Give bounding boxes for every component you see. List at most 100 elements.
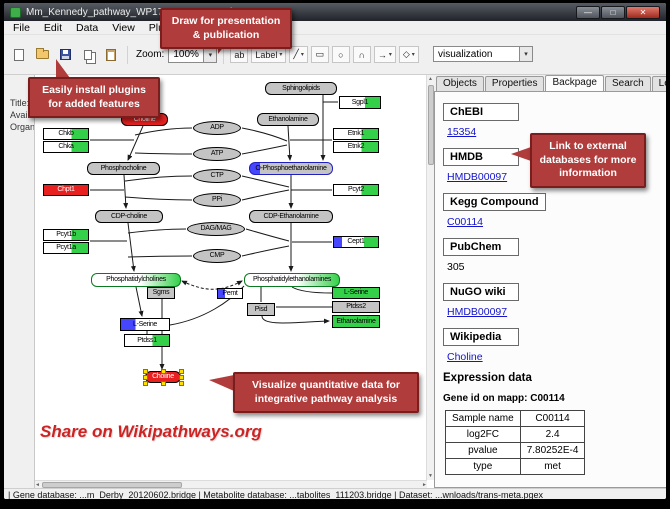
toolbar-shape-button[interactable]: ◇▾: [398, 46, 419, 63]
tab-search[interactable]: Search: [604, 76, 651, 91]
menu-view[interactable]: View: [112, 21, 135, 34]
pathway-node-pisd[interactable]: Pisd: [247, 303, 275, 316]
pathway-node-o-phosphoethanolamine[interactable]: O-Phosphoethanolamine: [249, 162, 333, 175]
callout-visualize-data: Visualize quantitative data for integrat…: [233, 372, 419, 414]
toolbar-new-button[interactable]: [9, 46, 29, 64]
pathway-node-etnk2[interactable]: Etnk2: [333, 141, 379, 153]
table-cell: C00114: [519, 410, 586, 427]
tab-properties[interactable]: Properties: [484, 76, 545, 91]
chevron-down-icon[interactable]: ▾: [519, 47, 532, 61]
pathway-node-dag-mag[interactable]: DAG/MAG: [187, 222, 245, 236]
selection-handle[interactable]: [143, 369, 148, 374]
pathway-node-ptdss2[interactable]: Ptdss2: [332, 301, 380, 313]
open-folder-icon: [35, 48, 49, 59]
pathway-node-cept1[interactable]: Cept1: [333, 236, 379, 248]
scroll-down-icon[interactable]: ▼: [428, 473, 433, 479]
backpage-link-hmdb[interactable]: HMDB00097: [447, 171, 508, 183]
selection-handle[interactable]: [179, 375, 184, 380]
share-text: Share on Wikipathways.org: [40, 422, 262, 441]
maximize-button[interactable]: □: [601, 5, 625, 19]
sidebar-tabs: ObjectsPropertiesBackpageSearchLegend: [434, 75, 666, 91]
backpage-link-kegg-compound[interactable]: C00114: [447, 216, 484, 228]
pathway-node-etnk1[interactable]: Etnk1: [333, 128, 379, 140]
callout-plugins-pointer: [56, 59, 70, 78]
backpage-link-wikipedia[interactable]: Choline: [447, 351, 483, 363]
menu-file[interactable]: File: [13, 21, 30, 34]
pathway-node-phosphocholine[interactable]: Phosphocholine: [87, 162, 160, 175]
toolbar-rectangle-button[interactable]: ▭: [310, 46, 329, 63]
file-toolbar-group: [9, 46, 121, 64]
pathway-node-pcyt2[interactable]: Pcyt2: [333, 184, 379, 196]
pathway-node-chka[interactable]: Chka: [43, 141, 89, 153]
zoom-value: 100%: [173, 49, 199, 60]
selection-handle[interactable]: [161, 381, 166, 386]
pathway-node-pemt[interactable]: Pemt: [217, 288, 243, 299]
vertical-scroll-thumb[interactable]: [427, 85, 434, 165]
visualization-combobox[interactable]: visualization ▾: [433, 46, 533, 62]
vertical-scrollbar[interactable]: ▲ ▼: [426, 75, 434, 480]
pathway-node-ethanolamine-top[interactable]: Ethanolamine: [257, 113, 319, 126]
tab-backpage[interactable]: Backpage: [545, 75, 604, 91]
selection-handle[interactable]: [143, 381, 148, 386]
tab-objects[interactable]: Objects: [436, 76, 484, 91]
toolbar-arc-button[interactable]: ∩: [352, 46, 371, 63]
pathway-node-choline-selected[interactable]: Choline: [143, 369, 184, 386]
scroll-right-icon[interactable]: ►: [422, 481, 427, 488]
pathway-node-sgpl1[interactable]: Sgpl1: [339, 96, 381, 109]
horizontal-scroll-thumb[interactable]: [41, 481, 182, 488]
scroll-up-icon[interactable]: ▲: [428, 76, 433, 82]
pathway-node-phosphatidylcholines[interactable]: Phosphatidylcholines: [91, 273, 181, 287]
pathway-node-sgms[interactable]: Sgms: [147, 287, 175, 299]
minimize-button[interactable]: —: [576, 5, 600, 19]
pathway-node-cdp-ethanolamine[interactable]: CDP-Ethanolamine: [249, 210, 333, 223]
pathway-node-ptdss1[interactable]: Ptdss1: [124, 334, 170, 347]
titlebar[interactable]: Mm_Kennedy_pathway_WP1771_45176.gpml — □…: [4, 3, 666, 21]
toolbar-arrow-button[interactable]: →▾: [373, 46, 396, 63]
pathway-node-pcyt1b[interactable]: Pcyt1b: [43, 229, 89, 241]
pathway-node-pcyt1a[interactable]: Pcyt1a: [43, 242, 89, 254]
pathway-node-cmp[interactable]: CMP: [193, 249, 241, 263]
backpage-link-chebi[interactable]: 15354: [447, 126, 477, 138]
selection-handle[interactable]: [179, 381, 184, 386]
backpage-link-nugo-wiki[interactable]: HMDB00097: [447, 306, 508, 318]
toolbar-open-button[interactable]: [32, 46, 52, 64]
callout-draw-presentation: Draw for presentation & publication: [160, 8, 292, 50]
horizontal-scrollbar[interactable]: ◄ ►: [35, 480, 427, 488]
pathway-node-sphingolipids[interactable]: Sphingolipids: [265, 82, 337, 95]
toolbar-copy-button[interactable]: [78, 46, 98, 64]
selection-handle[interactable]: [179, 369, 184, 374]
pathway-node-ctp[interactable]: CTP: [193, 169, 241, 183]
pathway-node-chkb[interactable]: Chkb: [43, 128, 89, 140]
menu-data[interactable]: Data: [76, 21, 99, 34]
menu-edit[interactable]: Edit: [43, 21, 63, 34]
scroll-left-icon[interactable]: ◄: [35, 481, 40, 488]
pathway-node-l-serine-left[interactable]: L-Serine: [120, 318, 170, 331]
visualization-value: visualization: [438, 48, 493, 60]
selection-handle[interactable]: [143, 375, 148, 380]
pathway-node-adp[interactable]: ADP: [193, 121, 241, 135]
pathway-node-phosphatidylethanolamines[interactable]: Phosphatidylethanolamines: [244, 273, 340, 287]
tab-legend[interactable]: Legend: [651, 76, 666, 91]
close-button[interactable]: ✕: [626, 5, 660, 19]
chevron-down-icon[interactable]: ▾: [203, 47, 217, 62]
toolbar-paste-button[interactable]: [101, 46, 121, 64]
pathway-node-ethanolamine-green[interactable]: Ethanolamine: [332, 315, 380, 328]
new-file-icon: [14, 48, 24, 61]
pathway-node-atp[interactable]: ATP: [193, 147, 241, 161]
backpage-header-hmdb: HMDB: [443, 148, 519, 166]
pathway-node-cdp-choline[interactable]: CDP-choline: [95, 210, 163, 223]
toolbar-line-button[interactable]: ╱▾: [289, 46, 308, 63]
toolbar-label-button[interactable]: Label▾: [251, 46, 287, 63]
pathway-node-ppi[interactable]: PPi: [193, 193, 241, 207]
selection-handle[interactable]: [161, 369, 166, 374]
backpage-header-nugo-wiki: NuGO wiki: [443, 283, 519, 301]
pathway-node-chpt1[interactable]: Chpt1: [43, 184, 89, 196]
pathway-node-l-serine-right[interactable]: L-Serine: [332, 287, 380, 299]
copy-icon: [84, 49, 92, 60]
toolbar-oval-button[interactable]: ○: [331, 46, 350, 63]
